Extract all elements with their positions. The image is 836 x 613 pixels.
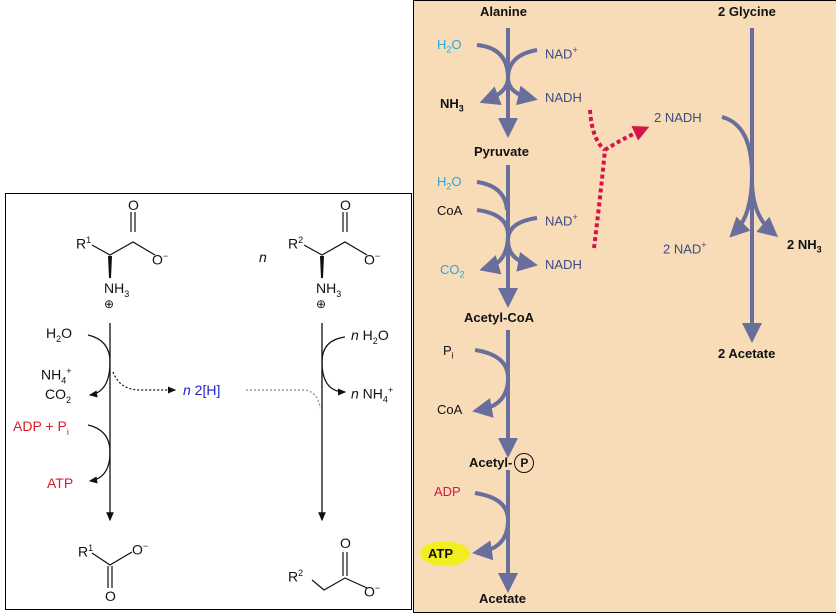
- coa-label-2: CoA: [437, 402, 463, 417]
- glycine-acetate-label: 2 Acetate: [718, 346, 776, 361]
- acetate-label: Acetate: [479, 591, 526, 606]
- product2-r-label: R2: [288, 568, 304, 585]
- reactant1-o-minus: O−: [152, 251, 169, 268]
- alanine-label: Alanine: [480, 4, 527, 19]
- acetyl-phosphate-label: Acetyl-P: [469, 453, 535, 473]
- nad-label-1: NAD+: [545, 45, 578, 62]
- glycine-nadh-label: 2 NADH: [654, 110, 702, 125]
- glycine-nad-label: 2 NAD+: [663, 240, 707, 257]
- pi-label: Pi: [443, 343, 454, 361]
- glycine-nh3-label: 2 NH3: [787, 237, 822, 255]
- nadh-label-1: NADH: [545, 90, 582, 105]
- h2o-label-2: H2O: [437, 174, 462, 192]
- product2-skeleton: [311, 552, 368, 591]
- dotted-arrow-from-2h: [246, 389, 321, 409]
- nh4-output: NH4+: [41, 366, 72, 386]
- h2o-input: H2O: [46, 325, 73, 344]
- amino-acid-fermentation-panel: [5, 193, 412, 610]
- n-nh4-output: n NH4+: [351, 385, 394, 405]
- coa-label-1: CoA: [437, 203, 463, 218]
- h2o-label-1: H2O: [437, 37, 462, 55]
- product2-o: O: [340, 535, 351, 551]
- reactant2-skeleton: [303, 212, 368, 256]
- reactant2-carbonyl-o: O: [340, 197, 351, 213]
- reactant1-r-label: R1: [76, 235, 92, 252]
- acetyl-coa-label: Acetyl-CoA: [464, 310, 535, 325]
- wedge-bond-2: [320, 256, 324, 278]
- adp-pi-input: ADP + Pi: [13, 418, 69, 437]
- reactant1-charge: ⊕: [104, 297, 115, 311]
- dotted-arrow-to-2h: [112, 371, 177, 394]
- phosphate-circle: P: [514, 453, 535, 473]
- nad-label-2: NAD+: [545, 212, 578, 229]
- product1-skeleton: [91, 551, 133, 588]
- wedge-bond-1: [108, 256, 112, 278]
- nh3-label: NH3: [440, 96, 464, 114]
- nadh-transfer-arrow: [588, 109, 650, 249]
- atp-output: ATP: [47, 475, 74, 491]
- reactant1-nh3: NH3: [104, 280, 130, 299]
- atp-highlight: [420, 541, 470, 566]
- glycine-label: 2 Glycine: [718, 4, 776, 19]
- reactant2-charge: ⊕: [316, 297, 327, 311]
- reactant1-skeleton: [91, 212, 156, 256]
- pyruvate-label: Pyruvate: [474, 144, 529, 159]
- n-h2o-input: n H2O: [351, 327, 389, 346]
- reactant1-carbonyl-o: O: [128, 197, 139, 213]
- co2-output: CO2: [45, 386, 72, 405]
- adp-label: ADP: [434, 484, 461, 499]
- reducing-equivalents-label: n 2[H]: [183, 382, 221, 398]
- product2-o-minus: O−: [364, 583, 381, 600]
- product1-o-minus: O−: [132, 541, 149, 558]
- nadh-label-2: NADH: [545, 257, 582, 272]
- atp-label: ATP: [428, 546, 454, 561]
- product1-r-label: R1: [78, 543, 94, 560]
- co2-label: CO2: [440, 262, 465, 280]
- reactant2-o-minus: O−: [364, 251, 381, 268]
- product1-o: O: [105, 588, 116, 604]
- multiplier-n: n: [259, 249, 267, 265]
- reactant2-nh3: NH3: [316, 280, 342, 299]
- reactant2-r-label: R2: [288, 235, 304, 252]
